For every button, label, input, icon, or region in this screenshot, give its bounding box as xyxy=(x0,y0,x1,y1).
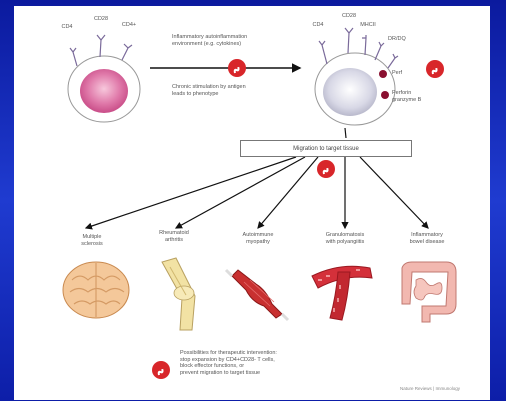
left-marker-cd4: CD4 xyxy=(57,24,77,31)
footnote-text: Possibilities for therapeutic interventi… xyxy=(180,350,330,376)
right-marker-drdq: DR/DQ xyxy=(388,36,418,43)
disease-label-myopathy: Autoimmune myopathy xyxy=(236,232,280,245)
inhibit-effector-icon xyxy=(426,60,444,78)
granule-label-perf: Perf xyxy=(392,70,422,77)
naive-t-cell xyxy=(68,56,140,122)
intervention-icon xyxy=(152,361,170,379)
left-marker-cd28: CD28 xyxy=(91,16,111,23)
right-marker-cd28: CD28 xyxy=(337,13,361,20)
migration-label-box: Migration to target tissue xyxy=(240,140,412,157)
migration-label: Migration to target tissue xyxy=(293,146,359,152)
granule-icon xyxy=(381,91,389,99)
disease-label-ms: Multiple sclerosis xyxy=(72,234,112,247)
disease-label-gpa: Granulomatosis with polyangiitis xyxy=(316,232,374,245)
inhibit-activation-icon xyxy=(228,59,246,77)
left-marker-cd4plus: CD4+ xyxy=(118,22,140,29)
intestine-icon xyxy=(402,262,456,322)
activation-text-top: Inflammatory autoinflammation environmen… xyxy=(172,34,290,47)
inhibit-migration-icon xyxy=(317,160,335,178)
disease-label-ra: Rheumatoid arthritis xyxy=(152,230,196,243)
granule-icon xyxy=(379,70,387,78)
activation-text-bottom: Chronic stimulation by antigen leads to … xyxy=(172,84,290,97)
right-marker-cd4: CD4 xyxy=(307,22,329,29)
granule-label-perforin: Perforin granzyme B xyxy=(392,90,430,103)
blood-vessel-icon xyxy=(312,266,372,320)
right-marker-mhcii: MHCII xyxy=(355,22,381,29)
knee-joint-icon xyxy=(162,258,195,330)
credit-text: Nature Reviews | Immunology xyxy=(390,386,470,393)
disease-label-ibd: Inflammatory bowel disease xyxy=(400,232,454,245)
brain-icon xyxy=(63,262,129,318)
muscle-icon xyxy=(226,270,288,320)
